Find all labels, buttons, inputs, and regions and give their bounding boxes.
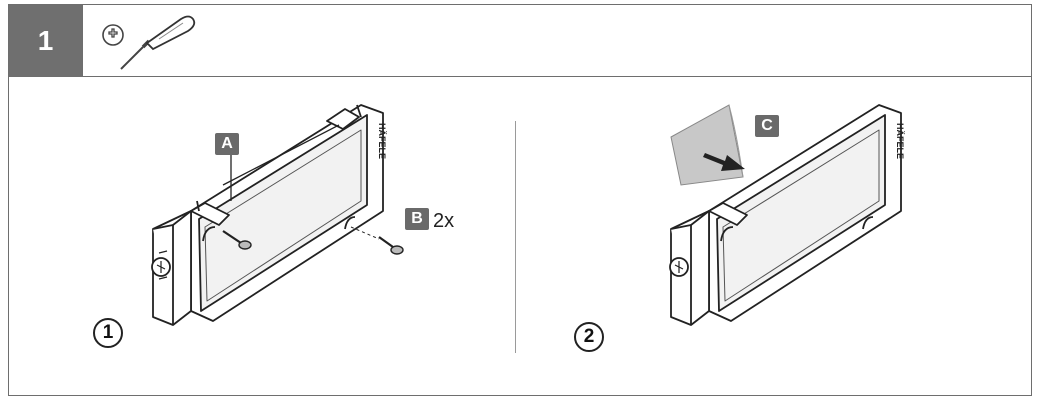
label-c: C: [755, 115, 779, 137]
driver-housing-2: [669, 104, 902, 326]
arrow-right-icon: [703, 153, 745, 171]
step-number: 1: [9, 5, 82, 76]
tools-required: [102, 15, 196, 70]
label-b: B: [405, 208, 429, 230]
header-divider: [82, 5, 83, 76]
screw-icon: [222, 226, 404, 255]
assembly-illustration: HÄFELE HÄFELE: [151, 104, 905, 326]
panel-1-number: 1: [93, 318, 123, 348]
panel-2-number: 2: [574, 322, 604, 352]
label-a: A: [215, 133, 239, 155]
logo-strip-2: HÄFELE: [895, 123, 905, 159]
phillips-head-icon: [102, 24, 124, 46]
header-bar: 1: [9, 5, 1031, 77]
screw-quantity: 2x: [433, 210, 455, 232]
instruction-frame: 1: [8, 4, 1032, 396]
screwdriver-icon: [120, 15, 196, 70]
logo-text: HÄFELE: [377, 123, 387, 159]
adhesive-sticker: [670, 104, 744, 186]
logo-text-2: HÄFELE: [895, 123, 905, 159]
logo-strip: HÄFELE: [377, 123, 387, 159]
driver-housing-1: [151, 104, 384, 326]
panel-divider: [515, 121, 516, 353]
